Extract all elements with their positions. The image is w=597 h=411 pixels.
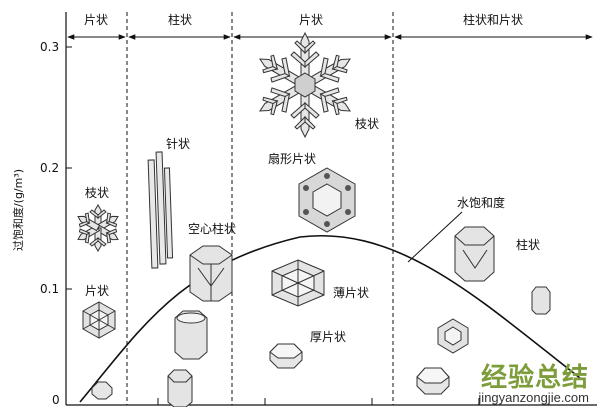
label-thick-plate: 厚片状 [310, 330, 346, 344]
dendrite-large-crystal [252, 31, 358, 138]
y-axis-label: 过饱和度/(g/m³) [11, 169, 25, 251]
watermark-en: jingyanzongjie.com [478, 390, 589, 405]
watermark: 经验总结 jingyanzongjie.com [478, 365, 589, 405]
label-sector-plate: 扇形片状 [268, 151, 316, 166]
region-label-2: 柱状 [168, 12, 192, 27]
y-tick-0.2: 0.2 [40, 161, 59, 175]
needle-crystal [147, 151, 174, 269]
plate-right-crystal [437, 318, 469, 354]
label-hollow-column: 空心柱状 [188, 221, 236, 236]
thin-plate-crystal [271, 259, 325, 307]
column-crystal-right-large [454, 226, 495, 282]
watermark-cn: 经验总结 [480, 363, 589, 393]
label-column-right: 柱状 [516, 237, 540, 252]
region-label-3: 片状 [299, 13, 323, 27]
label-plate-left: 片状 [85, 284, 109, 298]
thick-plate-crystal [269, 343, 303, 369]
water-saturation-pointer [407, 211, 463, 263]
y-axis: 0.3 0.2 0.1 0 过饱和度/(g/m³) [11, 12, 597, 407]
region-label-1: 片状 [84, 13, 108, 27]
label-dendrite-top: 枝状 [355, 116, 379, 131]
column-crystal-middle [174, 310, 208, 360]
thick-plate-right-crystal [416, 367, 450, 395]
dendrite-small-crystal [73, 204, 123, 252]
sector-plate-crystal [298, 167, 356, 233]
y-tick-0.1: 0.1 [40, 282, 59, 296]
hollow-column-crystal [189, 245, 233, 302]
y-tick-0.3: 0.3 [40, 40, 59, 54]
small-plate-crystal [91, 381, 113, 400]
y-tick-0: 0 [52, 393, 60, 407]
region-dividers [126, 12, 394, 405]
label-water-saturation: 水饱和度 [457, 195, 505, 210]
label-dendrite-left: 枝状 [85, 185, 109, 200]
plate-left-crystal [82, 301, 116, 339]
label-thin-plate: 薄片状 [333, 285, 369, 300]
region-label-4: 柱状和片状 [463, 12, 523, 27]
column-crystal-bottom [167, 369, 193, 408]
column-crystal-right-small [531, 286, 551, 315]
water-saturation-curve [79, 235, 581, 403]
label-needle: 针状 [166, 136, 190, 151]
